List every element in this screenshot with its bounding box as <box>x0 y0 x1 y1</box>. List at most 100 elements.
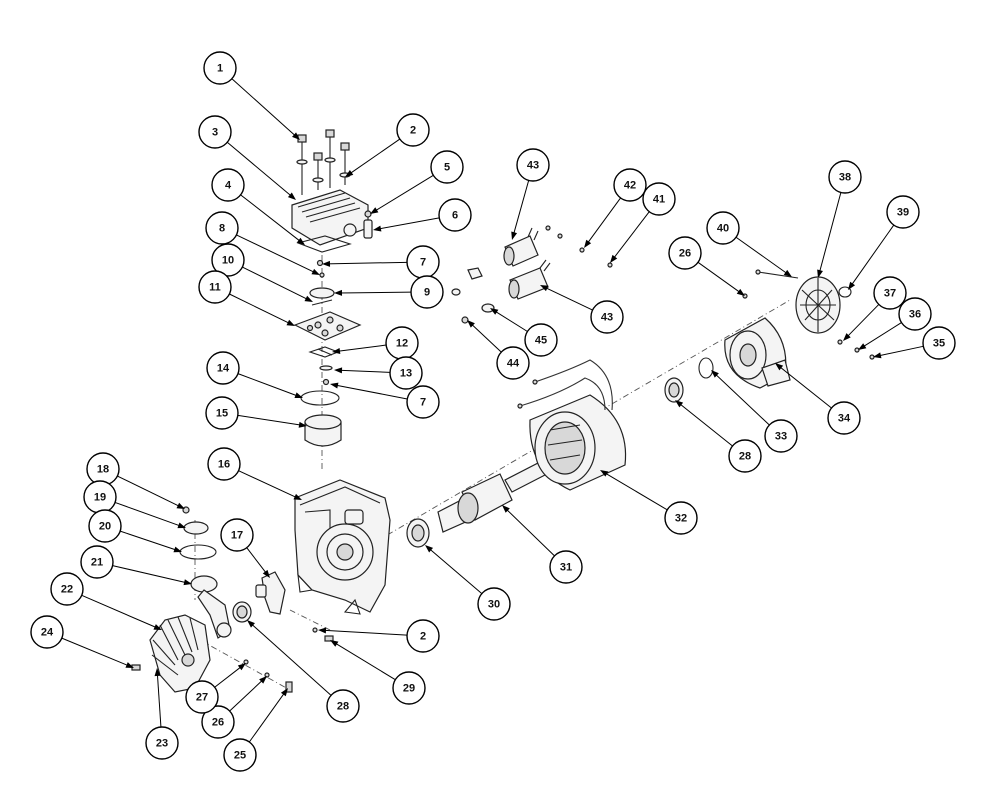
callout-number: 1 <box>217 63 223 75</box>
callout-circle <box>898 297 932 331</box>
callout-number: 16 <box>218 459 230 471</box>
leader-line-41 <box>612 211 650 260</box>
leader-arrow-19 <box>177 522 186 529</box>
leader-arrow-21 <box>183 579 192 586</box>
callout-number: 45 <box>535 335 547 347</box>
leader-line-15 <box>237 414 303 426</box>
callout-6: 6 <box>438 198 472 232</box>
callout-number: 2 <box>410 125 416 137</box>
callout-circle <box>198 270 232 304</box>
callout-20: 20 <box>88 509 122 543</box>
callout-number: 34 <box>838 413 851 425</box>
crankshaft-eccentric <box>255 571 286 615</box>
leader-line-2 <box>348 138 401 175</box>
leader-arrow-34 <box>775 363 784 371</box>
callout-number: 3 <box>212 127 218 139</box>
leader-arrow-30 <box>425 545 434 553</box>
leader-line-2 <box>322 629 408 636</box>
leader-arrow-7 <box>322 260 331 267</box>
callout-circle <box>613 168 647 202</box>
callout-26: 26 <box>201 705 235 739</box>
callout-27: 27 <box>185 680 219 714</box>
leader-arrow-12 <box>332 348 341 354</box>
leader-arrow-40 <box>783 269 792 277</box>
leader-line-7 <box>326 261 408 265</box>
callout-11: 11 <box>198 270 232 304</box>
leader-arrow-10 <box>304 295 313 302</box>
callout-number: 31 <box>560 562 572 574</box>
callout-4: 4 <box>211 168 245 202</box>
callout-circle <box>430 150 464 184</box>
callout-circle <box>827 401 861 435</box>
callout-43: 43 <box>590 300 624 334</box>
head-gasket <box>296 235 352 253</box>
leader-line-34 <box>778 365 832 409</box>
callout-circle <box>203 51 237 85</box>
leader-arrow-27 <box>237 663 246 671</box>
leader-line-32 <box>604 472 668 511</box>
callout-10: 10 <box>211 243 245 277</box>
callout-number: 8 <box>219 223 225 235</box>
callout-34: 34 <box>827 401 861 435</box>
callout-number: 11 <box>209 282 221 294</box>
callout-number: 33 <box>775 431 787 443</box>
leader-line-31 <box>505 508 555 557</box>
cooling-fan <box>149 614 211 693</box>
leader-arrow-2 <box>345 169 354 177</box>
leader-arrow-1 <box>292 132 300 140</box>
leader-arrow-28 <box>675 400 684 408</box>
leader-line-17 <box>246 547 268 575</box>
leader-line-11 <box>229 293 291 325</box>
leader-line-26 <box>697 261 742 294</box>
callout-number: 18 <box>97 464 109 476</box>
leader-line-28 <box>678 402 733 447</box>
callout-circle <box>410 275 444 309</box>
callout-number: 26 <box>679 248 691 260</box>
callout-2: 2 <box>406 619 440 653</box>
callout-44: 44 <box>496 346 530 380</box>
callout-circle <box>185 680 219 714</box>
callout-21: 21 <box>80 545 114 579</box>
callout-number: 15 <box>216 408 228 420</box>
leader-line-38 <box>818 192 842 274</box>
callout-28: 28 <box>326 689 360 723</box>
leader-arrow-38 <box>817 269 823 278</box>
capacitor-hardware <box>451 225 613 324</box>
valve-parts-12-13 <box>308 346 340 386</box>
callout-23: 23 <box>145 726 179 760</box>
leader-line-24 <box>61 637 130 667</box>
leader-line-33 <box>714 373 770 426</box>
leader-line-26 <box>229 679 264 712</box>
callout-number: 19 <box>94 492 106 504</box>
callout-circle <box>873 276 907 310</box>
callout-2: 2 <box>396 113 430 147</box>
callout-number: 30 <box>488 599 500 611</box>
callout-19: 19 <box>83 480 117 514</box>
callout-circle <box>664 501 698 535</box>
bearing-28-left <box>232 601 252 623</box>
callout-number: 4 <box>225 180 232 192</box>
piston-ring <box>300 390 340 406</box>
callout-15: 15 <box>205 396 239 430</box>
callout-number: 36 <box>909 309 921 321</box>
leader-arrow-20 <box>173 546 182 553</box>
leader-arrow-23 <box>154 668 161 677</box>
leader-line-42 <box>586 197 621 245</box>
callout-circle <box>207 447 241 481</box>
callout-37: 37 <box>873 276 907 310</box>
leader-arrow-15 <box>298 421 307 428</box>
callout-45: 45 <box>524 323 558 357</box>
main-bearing <box>406 518 430 548</box>
callout-number: 38 <box>839 172 851 184</box>
leader-arrow-3 <box>287 192 296 200</box>
leader-line-27 <box>214 665 243 688</box>
cylinder-head-bolts <box>296 129 351 195</box>
bearing-28-right <box>664 377 684 403</box>
callout-circle <box>145 726 179 760</box>
leader-line-45 <box>493 310 528 332</box>
leader-arrow-24 <box>125 662 134 668</box>
leader-arrow-9 <box>334 289 343 296</box>
callout-number: 17 <box>231 530 243 542</box>
callout-circle <box>516 148 550 182</box>
